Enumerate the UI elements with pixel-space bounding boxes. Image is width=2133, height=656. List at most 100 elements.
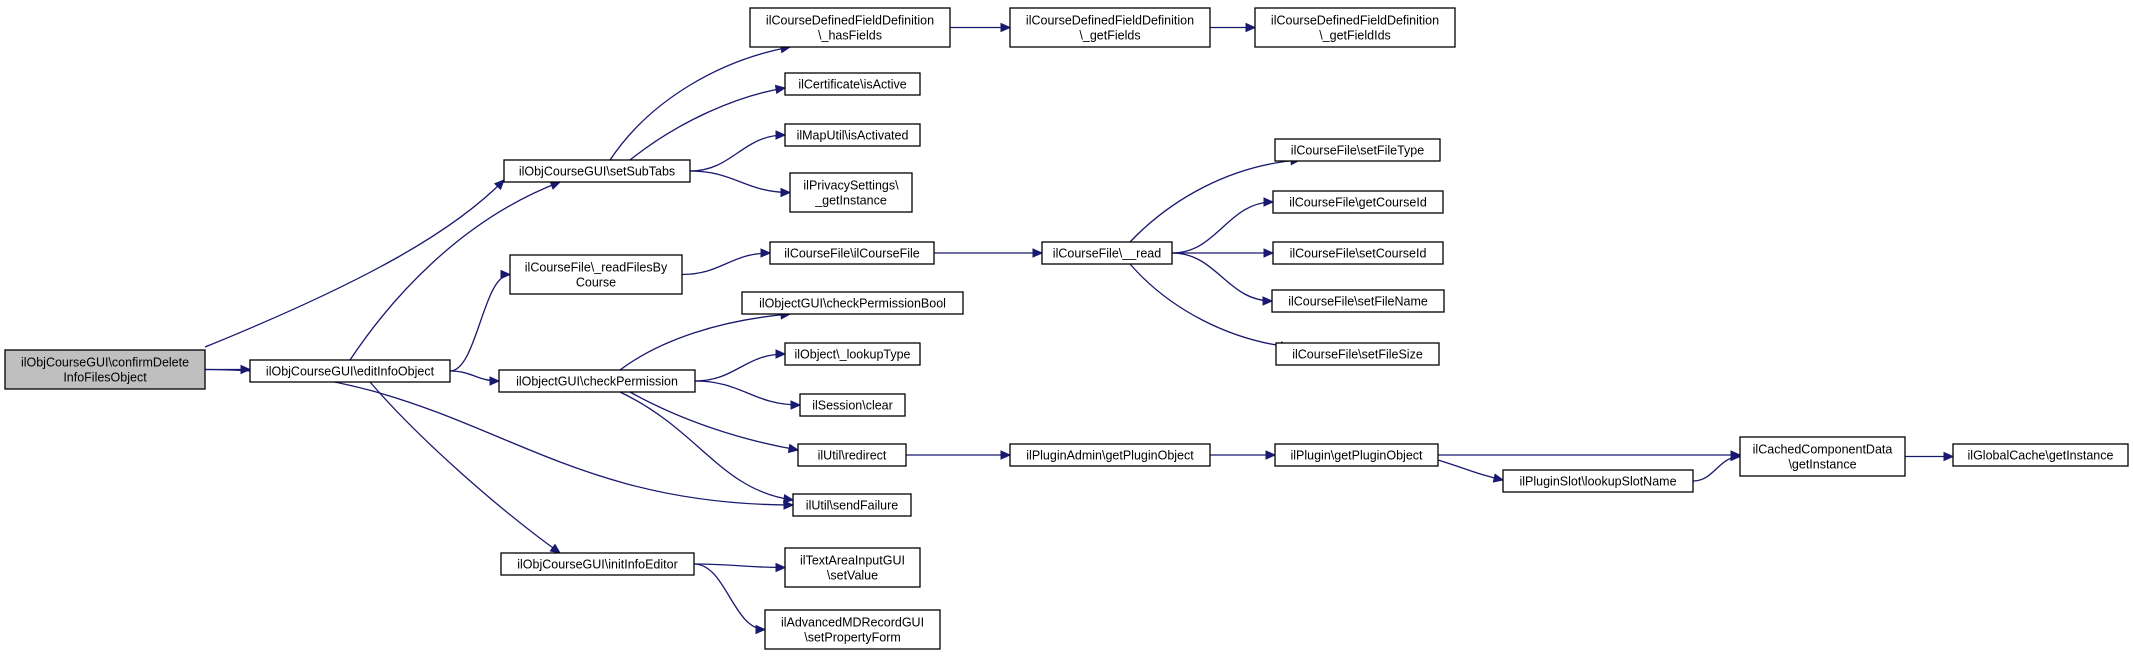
node-label: ilObjCourseGUI\confirmDelete (21, 356, 189, 370)
node-label: ilObjCourseGUI\initInfoEditor (517, 558, 677, 572)
call-edge (681, 252, 771, 276)
node-box (1274, 443, 1439, 467)
function-node[interactable]: ilCourseDefinedFieldDefinition\_hasField… (749, 7, 951, 48)
function-node[interactable]: ilGlobalCache\getInstance (1952, 443, 2129, 467)
edge-arrowhead (1263, 248, 1275, 258)
edge-arrowhead (1492, 473, 1505, 483)
function-node[interactable]: ilCourseFile\setFileType (1274, 138, 1441, 162)
function-node[interactable]: ilCourseFile\getCourseId (1272, 190, 1444, 214)
node-label: ilGlobalCache\getInstance (1968, 449, 2114, 463)
function-node[interactable]: ilCourseFile\setFileSize (1275, 342, 1440, 366)
node-box (1009, 7, 1211, 48)
function-node[interactable]: ilUtil\sendFailure (792, 493, 912, 517)
edge-arrowhead (787, 443, 800, 454)
node-label: ilCertificate\isActive (798, 78, 906, 92)
function-node[interactable]: ilCourseFile\__read (1041, 241, 1173, 265)
node-label: ilTextAreaInputGUI (800, 554, 905, 568)
node-box (789, 172, 913, 213)
call-edge (1171, 252, 1273, 302)
function-node[interactable]: ilCertificate\isActive (784, 72, 921, 96)
function-node[interactable]: ilObjCourseGUI\initInfoEditor (500, 552, 695, 576)
node-label: ilCourseFile\setFileType (1291, 144, 1424, 158)
function-node[interactable]: ilCourseDefinedFieldDefinition\_getField… (1009, 7, 1211, 48)
call-edge (1437, 459, 1504, 481)
node-box (1275, 342, 1440, 366)
function-node[interactable]: ilPluginAdmin\getPluginObject (1009, 443, 1211, 467)
node-box (1009, 443, 1211, 467)
function-node[interactable]: ilCourseFile\setCourseId (1272, 241, 1444, 265)
call-edge (694, 380, 801, 406)
node-box (500, 552, 695, 576)
node-box (249, 359, 451, 383)
node-label: ilCourseFile\getCourseId (1289, 196, 1427, 210)
node-label: ilCourseFile\setCourseId (1290, 247, 1427, 261)
call-edge (1129, 159, 1301, 243)
function-node[interactable]: ilPluginSlot\lookupSlotName (1502, 469, 1694, 493)
node-box (741, 291, 964, 315)
node-label: \_getFields (1079, 29, 1140, 43)
call-edge (449, 273, 511, 372)
node-box (792, 493, 912, 517)
edges-layer (204, 22, 1955, 635)
edge-arrowhead (1943, 451, 1955, 462)
edge-arrowhead (500, 269, 512, 280)
edge-arrowhead (774, 84, 787, 95)
node-box (769, 241, 935, 265)
node-box (503, 159, 691, 183)
function-node[interactable]: ilObjectGUI\checkPermission (498, 369, 696, 393)
function-node[interactable]: ilPrivacySettings\_getInstance (789, 172, 913, 213)
call-edge (629, 87, 786, 161)
function-node[interactable]: ilObject\_lookupType (784, 342, 921, 366)
function-node[interactable]: ilPlugin\getPluginObject (1274, 443, 1439, 467)
node-label: ilMapUtil\isActivated (797, 129, 909, 143)
edge-arrowhead (775, 130, 787, 140)
node-label: ilCourseFile\ilCourseFile (784, 247, 920, 261)
node-label: ilObjectGUI\checkPermissionBool (759, 297, 946, 311)
call-edge (609, 46, 791, 161)
function-node[interactable]: ilObjCourseGUI\editInfoObject (249, 359, 451, 383)
node-label: ilCourseDefinedFieldDefinition (1026, 14, 1194, 28)
edge-arrowhead (1730, 451, 1742, 462)
function-node[interactable]: ilMapUtil\isActivated (784, 123, 921, 147)
node-box (784, 342, 921, 366)
node-box (1272, 241, 1444, 265)
node-box (509, 254, 683, 295)
node-label: ilCourseFile\setFileSize (1292, 348, 1423, 362)
function-node[interactable]: ilCachedComponentData\getInstance (1739, 436, 1906, 477)
function-node[interactable]: ilObjCourseGUI\setSubTabs (503, 159, 691, 183)
function-node[interactable]: ilObjectGUI\checkPermissionBool (741, 291, 964, 315)
node-box (784, 72, 921, 96)
call-edge (619, 391, 794, 501)
node-box (1739, 436, 1906, 477)
node-label: ilCourseFile\setFileName (1288, 295, 1428, 309)
node-box (1272, 190, 1444, 214)
function-node[interactable]: ilCourseDefinedFieldDefinition\_getField… (1254, 7, 1456, 48)
edge-arrowhead (760, 248, 772, 258)
node-box (498, 369, 696, 393)
node-box (1952, 443, 2129, 467)
call-edge (629, 391, 799, 451)
function-node[interactable]: ilAdvancedMDRecordGUI\setPropertyForm (764, 609, 941, 650)
node-label: \_hasFields (818, 29, 882, 43)
function-node[interactable]: ilUtil\redirect (797, 443, 907, 467)
function-node[interactable]: ilCourseFile\setFileName (1271, 289, 1445, 313)
node-box (784, 547, 921, 588)
function-node[interactable]: ilSession\clear (799, 393, 906, 417)
function-node[interactable]: ilTextAreaInputGUI\setValue (784, 547, 921, 588)
node-label: ilSession\clear (812, 399, 893, 413)
node-label: ilCourseDefinedFieldDefinition (766, 14, 934, 28)
call-edge (694, 353, 786, 382)
edge-arrowhead (489, 376, 501, 386)
root-function-node[interactable]: ilObjCourseGUI\confirmDeleteInfoFilesObj… (4, 349, 206, 390)
edge-arrowhead (240, 364, 252, 375)
function-node[interactable]: ilCourseFile\ilCourseFile (769, 241, 935, 265)
call-edge (1129, 263, 1291, 348)
edge-arrowhead (1245, 22, 1257, 33)
call-edge (693, 563, 786, 569)
node-label: \setValue (827, 569, 878, 583)
node-label: _getInstance (814, 194, 887, 208)
node-label: \_getFieldIds (1319, 29, 1391, 43)
node-box (784, 123, 921, 147)
node-box (749, 7, 951, 48)
